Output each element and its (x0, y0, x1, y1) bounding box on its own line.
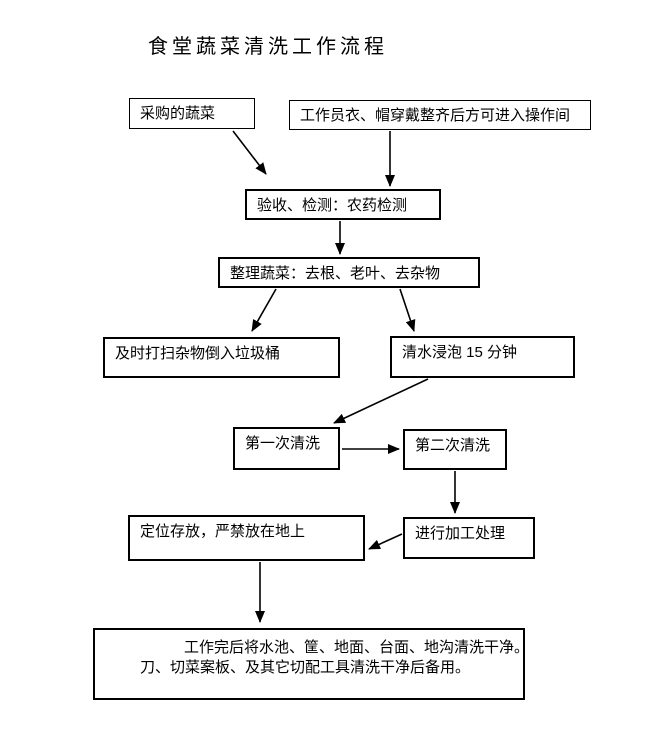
node-cleanup: 工作完后将水池、筐、地面、台面、地沟清洗干净。 刀、切菜案板、及其它切配工具清洗… (93, 628, 525, 700)
node-soak-in-water: 清水浸泡 15 分钟 (390, 336, 575, 378)
node-sorting-vegetables: 整理蔬菜：去根、老叶、去杂物 (218, 257, 480, 288)
cleanup-line-2: 刀、切菜案板、及其它切配工具清洗干净后备用。 (140, 659, 471, 676)
node-second-wash: 第二次清洗 (403, 429, 507, 470)
node-processing: 进行加工处理 (403, 517, 535, 559)
node-dress-code: 工作员衣、帽穿戴整齐后方可进入操作间 (289, 100, 591, 130)
arrow-sorting-to-trash (251, 288, 277, 332)
page-title: 食堂蔬菜清洗工作流程 (148, 34, 388, 58)
node-purchased-vegetables: 采购的蔬菜 (129, 98, 255, 129)
node-fixed-storage: 定位存放，严禁放在地上 (128, 515, 365, 561)
node-acceptance-testing: 验收、检测：农药检测 (245, 189, 441, 220)
node-first-wash: 第一次清洗 (233, 427, 340, 470)
arrow-sorting-to-soak (399, 288, 416, 332)
arrow-soak-to-first-wash (333, 378, 429, 424)
arrow-processing-to-storage (368, 533, 403, 550)
node-sweep-debris-to-trash: 及时打扫杂物倒入垃圾桶 (103, 337, 340, 378)
cleanup-line-1: 工作完后将水池、筐、地面、台面、地沟清洗干净。 (184, 639, 525, 656)
arrow-purchased-to-acceptance (232, 130, 267, 175)
